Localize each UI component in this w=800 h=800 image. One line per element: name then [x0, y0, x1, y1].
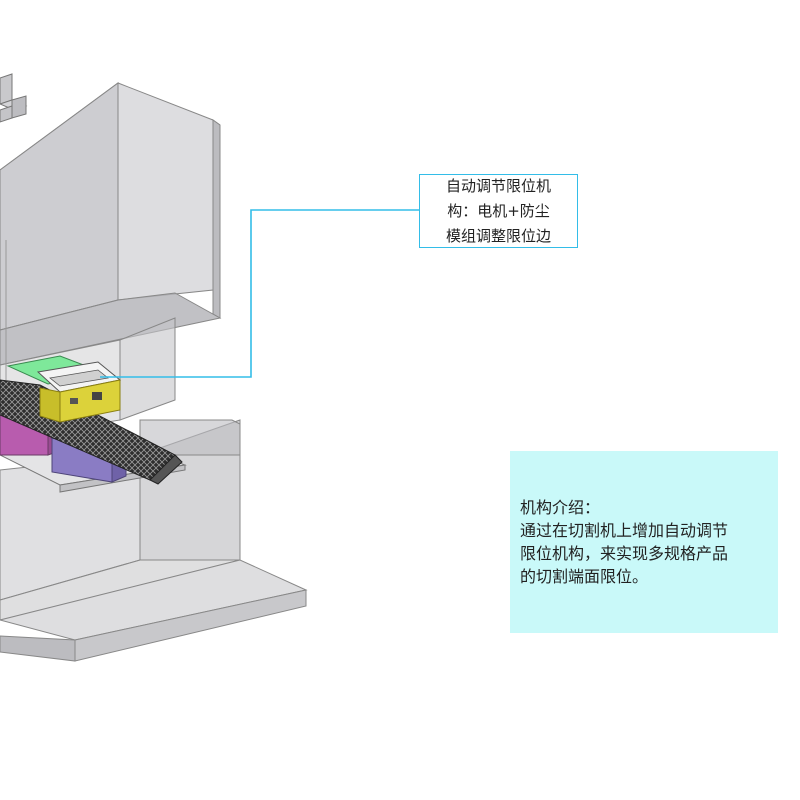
callout-line-1: 自动调节限位机 [445, 176, 551, 195]
callout-box: 自动调节限位机 构：电机+防尘 模组调整限位边 [419, 174, 578, 248]
upper-housing [0, 82, 222, 366]
intro-line-2: 限位机构，来实现多规格产品 [520, 544, 729, 563]
intro-line-1: 通过在切割机上增加自动调节 [520, 521, 729, 540]
lower-base [0, 419, 308, 662]
callout-leader-line [100, 209, 419, 378]
callout-line-3: 模组调整限位边 [445, 226, 551, 245]
limit-module [6, 355, 122, 423]
callout-line-2: 构：电机+防尘 [447, 201, 550, 220]
top-bracket [0, 73, 28, 123]
mechanism-intro-panel: 机构介绍： 通过在切割机上增加自动调节 限位机构，来实现多规格产品 的切割端面限… [510, 451, 778, 633]
intro-line-3: 的切割端面限位。 [520, 567, 649, 586]
intro-heading: 机构介绍： [520, 498, 601, 517]
